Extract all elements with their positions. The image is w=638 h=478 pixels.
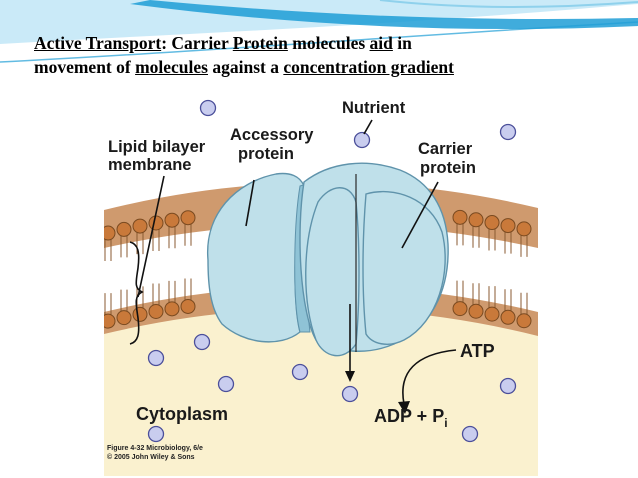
caption-line-2: © 2005 John Wiley & Sons <box>107 454 195 461</box>
title-segment: aid <box>369 33 393 53</box>
cytoplasm-label: Cytoplasm <box>136 404 228 424</box>
title-segment: movement of <box>34 57 136 77</box>
title-segment: in <box>392 33 412 53</box>
nutrient-molecule-icon <box>199 99 217 117</box>
nutrient-molecule-icon <box>291 363 309 381</box>
lipid-head-icon <box>132 218 148 234</box>
cytoplasm-area <box>104 302 538 476</box>
lipid-head-icon <box>132 306 148 322</box>
nutrient-down-arrow-icon <box>345 304 355 382</box>
swoosh-band <box>130 0 638 30</box>
adp-subscript: i <box>444 416 447 430</box>
title-segment: Protein <box>232 33 288 53</box>
carrier-label-line1: Carrier <box>418 140 473 158</box>
lipid-head-icon <box>452 209 468 225</box>
atp-to-adp-arrow-icon <box>398 349 457 414</box>
lipid-head-icon <box>116 310 132 326</box>
title-segment: Active Transport <box>34 33 162 53</box>
lipid-head-icon <box>500 218 516 234</box>
nutrient-molecule-icon <box>341 385 359 403</box>
lipid-head-icon <box>116 221 132 237</box>
nutrient-molecules <box>147 99 517 443</box>
nutrient-molecule-icon <box>461 425 479 443</box>
accessory-leader-line <box>245 179 255 227</box>
accessory-label-line1: Accessory <box>230 126 314 144</box>
swoosh-thin <box>0 21 638 63</box>
lipid-head-icon <box>104 313 116 329</box>
atp-label: ATP <box>460 341 495 361</box>
lipid-bilayer-label-line2: membrane <box>108 156 191 174</box>
active-transport-figure: Lipid bilayer membrane Accessory protein… <box>104 82 538 476</box>
carrier-label-line2: protein <box>420 159 476 177</box>
lipid-head-icon <box>484 215 500 231</box>
slide-title: Active Transport: Carrier Protein molecu… <box>34 31 624 79</box>
lipid-head-icon <box>452 301 468 317</box>
title-segment: against a <box>207 57 284 77</box>
nutrient-molecule-icon <box>353 131 371 149</box>
carrier-leader-line <box>401 181 439 249</box>
lipid-head-icon <box>164 301 180 317</box>
title-segment: : Carrier <box>161 33 233 53</box>
nutrient-label: Nutrient <box>342 99 406 117</box>
lipid-bilayer-label-line1: Lipid bilayer <box>108 138 206 156</box>
nutrient-molecule-icon <box>147 349 165 367</box>
adp-label: ADP + Pi <box>374 406 448 430</box>
nutrient-leader-line <box>363 119 373 135</box>
lipid-head-icon <box>180 210 196 226</box>
title-segment: molecules <box>287 33 370 53</box>
lipid-head-icon <box>468 212 484 228</box>
lipid-bilayer <box>104 209 532 329</box>
accessory-label-line2: protein <box>238 145 294 163</box>
lipid-head-icon <box>516 313 532 329</box>
lipid-head-icon <box>148 303 164 319</box>
title-segment: molecules <box>135 57 208 77</box>
lipid-head-icon <box>164 212 180 228</box>
nutrient-molecule-icon <box>193 333 211 351</box>
lipid-bracket <box>129 241 144 345</box>
title-segment: concentration gradient <box>283 57 454 77</box>
lipid-head-icon <box>468 303 484 319</box>
lipid-head-icon <box>500 309 516 325</box>
lipid-head-icon <box>148 215 164 231</box>
caption-line-1: Figure 4-32 Microbiology, 6/e <box>107 445 203 452</box>
figure-caption: Figure 4-32 Microbiology, 6/e © 2005 Joh… <box>107 444 203 462</box>
lipid-head-icon <box>104 225 116 241</box>
nutrient-molecule-icon <box>499 123 517 141</box>
lipid-head-icon <box>180 298 196 314</box>
carrier-protein-left-half <box>305 187 360 357</box>
header-swoosh <box>0 0 638 63</box>
swoosh-thin-2 <box>379 0 638 8</box>
nutrient-molecule-icon <box>217 375 235 393</box>
nutrient-molecule-icon <box>147 425 165 443</box>
nutrient-molecule-icon <box>499 377 517 395</box>
lipid-head-icon <box>484 306 500 322</box>
lipid-leader-line <box>137 175 165 298</box>
lipid-head-icon <box>516 221 532 237</box>
